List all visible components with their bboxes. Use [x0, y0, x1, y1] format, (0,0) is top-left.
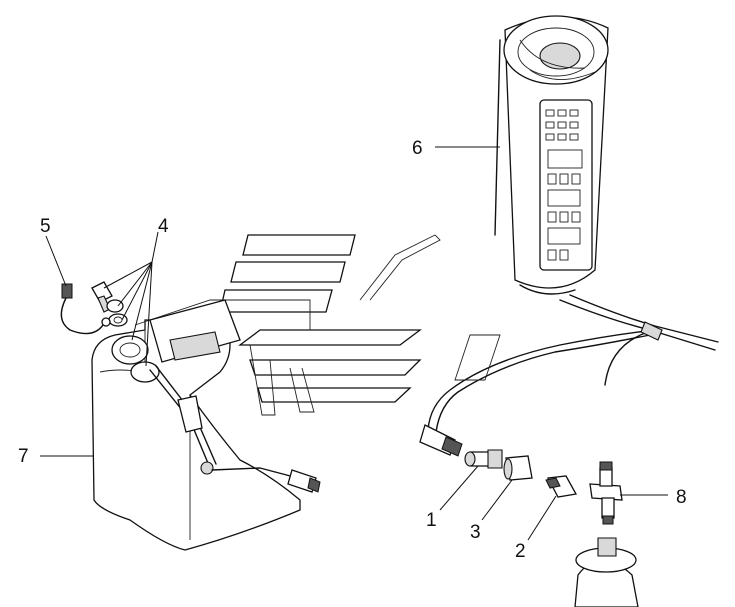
callout-labels: 1 2 3 4 5 6 7 8 — [18, 138, 687, 562]
callout-4: 4 — [158, 216, 169, 237]
coupling-nut — [503, 455, 533, 481]
adapter-fitting — [545, 475, 578, 498]
pressure-sensor — [464, 449, 503, 469]
tee-fitting — [589, 461, 623, 525]
callout-3: 3 — [470, 522, 481, 543]
callout-6: 6 — [412, 138, 423, 159]
cable-harness — [427, 294, 719, 433]
callout-1: 1 — [426, 510, 437, 531]
instrument-cluster — [494, 15, 609, 295]
callout-8: 8 — [676, 487, 687, 508]
leader-lines — [40, 146, 668, 541]
callout-2: 2 — [515, 541, 526, 562]
screws-and-washers — [91, 281, 128, 327]
ground-wire — [60, 283, 111, 335]
fuel-level-sender — [111, 335, 321, 493]
mounting-bracket — [219, 234, 501, 416]
callout-7: 7 — [18, 446, 29, 467]
sensor-plug — [419, 424, 463, 457]
air-reservoir — [574, 537, 639, 607]
callout-5: 5 — [40, 216, 51, 237]
